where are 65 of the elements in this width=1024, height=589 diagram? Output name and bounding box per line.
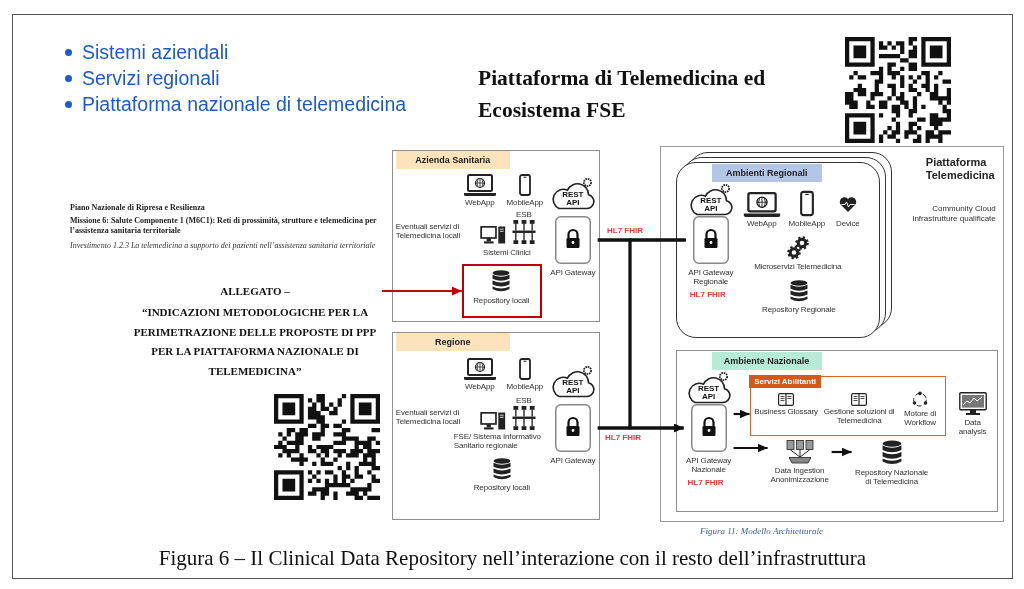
zone-title: Ambienti Regionali — [711, 163, 822, 182]
component-label: ESB — [515, 395, 533, 405]
figure-label: Figura 11: Modello Architetturale — [700, 526, 824, 537]
component-label: Device — [835, 218, 861, 228]
rest-api-cloud: REST API — [550, 363, 595, 398]
annex-title: “INDICAZIONI METODOLOGICHE PER LA PERIMETRAZIONE DELLE PROPOSTE DI PPP PER LA PIATTAFORMA NAZIONALE DI TELEMEDICINA” — [132, 305, 378, 379]
edge-label: HL7 FHIR — [606, 226, 644, 236]
component-label: Sistemi Clinici — [482, 247, 532, 257]
arrow — [733, 409, 750, 419]
component-label: MobileApp — [787, 218, 826, 228]
component-label: Repository locali — [472, 296, 531, 306]
component-label: Data analysis — [957, 417, 988, 436]
component-label: Repository Nazionale di Telemedicina — [854, 467, 930, 486]
bullet-text: Piattaforma nazionale di telemedicina — [82, 92, 407, 116]
document-text: Missione 6: Salute Componente 1 (M6C1): Reti di prossimità, strutture e telemedicina per l’assistenza sanitaria territoriale — [70, 216, 378, 236]
component-label: ESB — [515, 209, 533, 219]
component-label: API Gateway Regionale — [687, 267, 735, 286]
component-label: Repository Regionale — [761, 304, 837, 314]
highlight-frame — [461, 263, 542, 318]
figure-caption: Figura 6 – Il Clinical Data Repository nell’interazione con il resto dell’infrastruttura — [157, 545, 868, 571]
component-label: Motore di Workflow — [903, 409, 938, 428]
component-label: MobileApp — [505, 197, 544, 207]
section-tab: Servizi Abilitanti — [749, 375, 822, 389]
document-text: Investimento 1.2.3 La telemedicina a supporto dei pazienti nell’assistenza sanitaria territoriale — [70, 241, 377, 251]
rounded-card — [675, 161, 880, 338]
protocol-label: HL7 FHIR — [689, 289, 727, 300]
services-frame — [749, 375, 946, 436]
rest-api-cloud: REST API — [550, 175, 595, 210]
component-label: WebApp — [745, 218, 778, 228]
component-label: WebApp — [463, 197, 496, 207]
edge-label: HL7 FHIR — [604, 433, 642, 443]
annex-heading: ALLEGATO – — [219, 284, 291, 299]
zone-title: Ambiente Nazionale — [711, 351, 822, 370]
zone-panel — [675, 349, 998, 512]
zone-panel — [392, 150, 600, 322]
component-label: API Gateway Nazionale — [685, 455, 733, 474]
component-label: Gestione soluzioni di Telemedicina — [822, 407, 896, 426]
note-text: Eventuali servizi di Telemedicina locali — [395, 407, 462, 426]
arrow — [381, 286, 463, 296]
protocol-label: HL7 FHIR — [687, 477, 725, 488]
platform-title: Piattaforma Telemedicina — [925, 155, 996, 182]
component-label: Business Glossary — [753, 407, 819, 417]
bullet-text: Servizi regionali — [82, 66, 220, 90]
slide-title: Piattaforma di Telemedicina ed Ecosistema FSE — [478, 65, 767, 124]
note-text: Eventuali servizi di Telemedicina locali — [395, 221, 462, 240]
platform-description: Community Cloud Infrastrutture qualificate — [911, 203, 996, 224]
component-label: WebApp — [463, 381, 496, 391]
zone-panel — [392, 332, 600, 520]
zone-title: Regione — [395, 332, 510, 351]
document-heading: Piano Nazionale di Ripresa e Resilienza — [70, 203, 206, 213]
rest-api-cloud: REST API — [688, 181, 733, 216]
component-label: API Gateway — [549, 267, 597, 277]
component-label: Data Ingestion Anonimizzazione — [769, 465, 830, 484]
component-label: API Gateway — [549, 455, 597, 465]
component-label: FSE/ Sistema Informativo Sanitario regionale — [453, 431, 542, 450]
component-label: MobileApp — [505, 381, 544, 391]
platform-panel — [660, 146, 1004, 522]
rest-api-cloud: REST API — [686, 369, 731, 404]
arrow — [733, 443, 768, 453]
zone-title: Azienda Sanitaria — [395, 150, 510, 169]
arrow — [597, 423, 684, 433]
bullet-text: Sistemi aziendali — [82, 40, 229, 64]
component-label: Microservizi Telemedicina — [753, 261, 843, 271]
component-label: Repository locali — [472, 482, 531, 492]
arrow — [831, 447, 852, 457]
